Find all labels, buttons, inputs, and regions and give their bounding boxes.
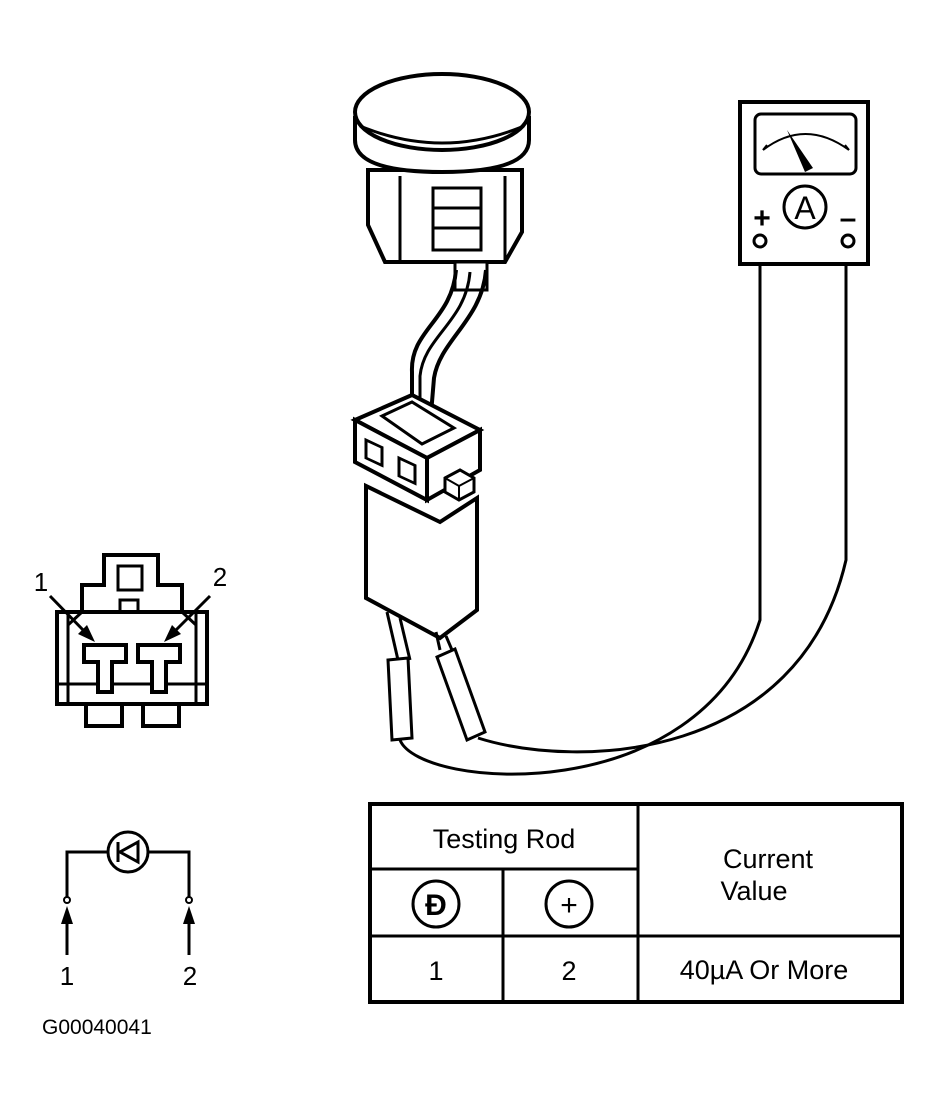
table-header-current-line2: Value xyxy=(720,876,787,906)
arrow-up-icon xyxy=(183,906,195,924)
ammeter-plus-label: + xyxy=(753,202,771,235)
diode-icon xyxy=(106,830,150,874)
test-probe-negative xyxy=(435,646,487,743)
arrow-up-icon xyxy=(61,906,73,924)
pin2-label: 2 xyxy=(213,562,227,592)
test-probe-positive xyxy=(386,656,414,742)
ammeter-negative-terminal xyxy=(840,233,856,249)
positive-probe-icon xyxy=(544,879,594,929)
table-header-current-line1: Current xyxy=(723,844,814,874)
test-leads xyxy=(398,245,848,776)
ammeter xyxy=(738,100,870,266)
table-cell-negative: 1 xyxy=(428,956,443,986)
pin1-label: 1 xyxy=(34,567,48,597)
table-negative-symbol: Ð xyxy=(425,889,447,922)
connector-pin-2 xyxy=(136,643,182,694)
ammeter-symbol-circle xyxy=(782,184,828,230)
table-cell-positive: 2 xyxy=(561,956,576,986)
table-header-testing-rod: Testing Rod xyxy=(433,824,576,854)
connector-pin-1 xyxy=(82,643,128,694)
ammeter-symbol: A xyxy=(794,190,816,226)
schematic-terminal-2: 2 xyxy=(183,961,197,991)
table-cell-current: 40µA Or More xyxy=(680,955,849,985)
figure-id: G00040041 xyxy=(42,1016,152,1039)
ammeter-minus-label: – xyxy=(840,202,857,235)
ammeter-positive-terminal xyxy=(752,233,768,249)
pin-callouts xyxy=(48,594,212,642)
sensor xyxy=(353,72,531,264)
ammeter-needle xyxy=(787,130,813,172)
test-table xyxy=(368,802,904,1004)
table-positive-symbol: + xyxy=(560,889,578,922)
negative-probe-icon xyxy=(411,879,461,929)
sensor-cable xyxy=(409,260,489,427)
plug-leads xyxy=(385,611,454,661)
schematic-terminal-1: 1 xyxy=(60,961,74,991)
diode-schematic xyxy=(61,830,195,955)
connector-face xyxy=(55,553,209,728)
plug-housing xyxy=(350,392,485,641)
